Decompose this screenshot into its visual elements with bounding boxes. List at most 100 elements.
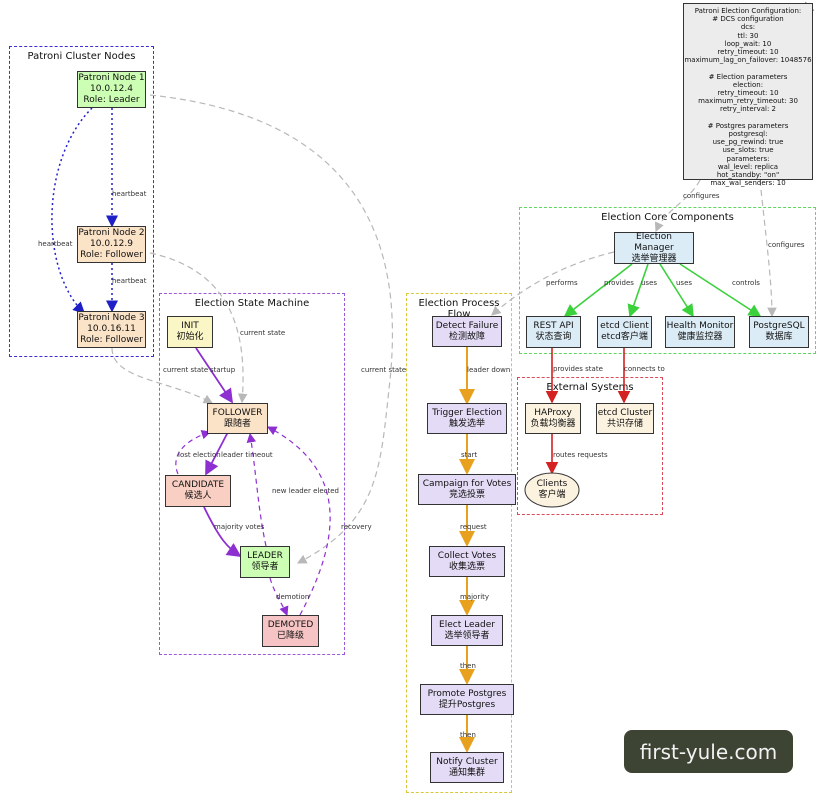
label-heartbeat: heartbeat (112, 277, 147, 285)
note-line (684, 64, 812, 72)
note-line: retry_timeout: 10 (717, 89, 779, 98)
external-label-cn: 负载均衡器 (530, 418, 576, 429)
step-label: Elect Leader (439, 619, 495, 630)
label-current-state: current state (163, 366, 209, 374)
edge-node3-follower (111, 347, 214, 404)
note-line: retry_interval: 2 (719, 105, 777, 114)
label-startup: startup (210, 366, 236, 374)
label-then: then (460, 731, 476, 739)
component-label: etcd Client (600, 321, 649, 331)
component-election-manager[interactable]: Election Manager 选举管理器 (614, 232, 694, 264)
edge-init-follower (195, 347, 233, 404)
state-label: FOLLOWER (212, 407, 263, 418)
edge-node1-node3 (51, 107, 93, 315)
component-label: Health Monitor (666, 321, 734, 331)
node-line: 10.0.12.9 (90, 239, 133, 249)
external-haproxy[interactable]: HAProxy 负载均衡器 (525, 403, 581, 434)
component-label: PostgreSQL (753, 321, 805, 331)
external-label-cn: 客户端 (538, 490, 566, 500)
note-line (684, 114, 812, 122)
note-line: use_pg_rewind: true (712, 138, 784, 147)
step-label-cn: 检测故障 (448, 331, 485, 342)
cluster-title: External Systems (546, 382, 634, 393)
note-line: # DCS configuration (712, 15, 784, 24)
note-line: # Postgres parameters (707, 121, 789, 130)
step-detect-failure[interactable]: Detect Failure 检测故障 (432, 316, 502, 347)
edge-demoted-follower (266, 426, 331, 616)
step-label: Promote Postgres (427, 688, 507, 699)
step-label: Notify Cluster (436, 756, 498, 767)
step-collect-votes[interactable]: Collect Votes 收集选票 (429, 546, 505, 577)
node-patroni-2[interactable]: Patroni Node 2 10.0.12.9 Role: Follower (77, 226, 146, 263)
state-leader[interactable]: LEADER 领导者 (240, 546, 290, 578)
config-note: Patroni Election Configuration: # DCS co… (683, 3, 813, 187)
node-patroni-3[interactable]: Patroni Node 3 10.0.16.11 Role: Follower (77, 311, 146, 348)
edge-config-manager (654, 179, 701, 233)
external-clients[interactable]: Clients 客户端 (525, 473, 579, 507)
label-controls: controls (732, 279, 760, 287)
component-label: Election Manager (634, 231, 674, 253)
step-promote-postgres[interactable]: Promote Postgres 提升Postgres (420, 684, 514, 715)
external-etcd-cluster[interactable]: etcd Cluster 共识存储 (596, 403, 654, 434)
step-label-cn: 通知集群 (448, 767, 485, 778)
step-label-cn: 竞选投票 (448, 489, 485, 500)
edge-config-postgres (759, 179, 777, 318)
label-uses: uses (641, 279, 658, 287)
note-line: use_slots: true (722, 146, 774, 155)
label-provides-state: provides state (553, 365, 603, 373)
node-patroni-1[interactable]: Patroni Node 1 10.0.12.4 Role: Leader (77, 71, 146, 108)
cluster-patroni-nodes: Patroni Cluster Nodes (9, 46, 154, 357)
step-label-cn: 选举领导者 (444, 630, 490, 641)
component-postgresql[interactable]: PostgreSQL 数据库 (749, 316, 809, 348)
state-label: INIT (181, 321, 199, 331)
label-current-state: current state (240, 329, 286, 337)
label-routes-requests: routes requests (553, 451, 608, 459)
edge-follower-candidate (205, 431, 229, 476)
step-campaign-votes[interactable]: Campaign for Votes 竞选投票 (418, 474, 516, 505)
node-line: Patroni Node 3 (78, 313, 145, 323)
note-line: loop_wait: 10 (724, 39, 772, 48)
state-candidate[interactable]: CANDIDATE 候选人 (165, 475, 231, 507)
state-init[interactable]: INIT 初始化 (167, 316, 213, 348)
cluster-title: Patroni Cluster Nodes (27, 51, 136, 62)
note-line: maximum_lag_on_failover: 1048576 (684, 56, 812, 65)
note-line: Patroni Election Configuration: (694, 7, 802, 15)
step-notify-cluster[interactable]: Notify Cluster 通知集群 (430, 752, 504, 783)
cluster-title: Election Core Components (601, 212, 734, 223)
node-line: 10.0.16.11 (87, 324, 136, 334)
label-provides: provides (604, 279, 634, 287)
edge-manager-health (659, 263, 694, 318)
component-label-cn: 健康监控器 (677, 332, 723, 342)
label-recovery: recovery (341, 523, 372, 531)
step-trigger-election[interactable]: Trigger Election 触发选举 (427, 403, 507, 434)
component-etcd-client[interactable]: etcd Client etcd客户端 (597, 316, 652, 348)
note-line: postgresql: (728, 130, 768, 139)
external-label: Clients (536, 479, 568, 489)
cluster-process-flow: Election Process Flow (406, 293, 512, 793)
state-label: LEADER (247, 551, 283, 561)
label-demotion: demotion (276, 593, 310, 601)
edge-candidate-leader (203, 506, 242, 557)
edge-manager-detect (491, 251, 615, 316)
component-rest-api[interactable]: REST API 状态查询 (526, 316, 581, 348)
label-lost-election: lost election (178, 451, 221, 459)
cluster-title: Election State Machine (194, 298, 310, 309)
edge-leader-follower (246, 432, 267, 547)
node-line: Role: Follower (80, 335, 143, 345)
label-majority: majority (460, 593, 490, 601)
component-health-monitor[interactable]: Health Monitor 健康监控器 (665, 316, 735, 348)
label-leader-down: leader down (467, 366, 511, 374)
component-label-cn: 数据库 (765, 332, 793, 342)
note-line: dcs: (740, 23, 756, 32)
state-follower[interactable]: FOLLOWER 跟随者 (207, 403, 268, 434)
external-label: HAProxy (534, 407, 572, 418)
state-demoted[interactable]: DEMOTED 已降级 (262, 615, 319, 647)
step-label: Detect Failure (435, 320, 499, 331)
state-label: CANDIDATE (171, 480, 225, 490)
note-line: maximum_retry_timeout: 30 (698, 97, 798, 106)
node-line: Patroni Node 1 (78, 73, 145, 83)
label-configures: configures (683, 192, 720, 200)
cluster-external-systems: External Systems (517, 377, 663, 515)
step-elect-leader[interactable]: Elect Leader 选举领导者 (431, 615, 503, 646)
cluster-title: Election Process Flow (418, 298, 500, 320)
